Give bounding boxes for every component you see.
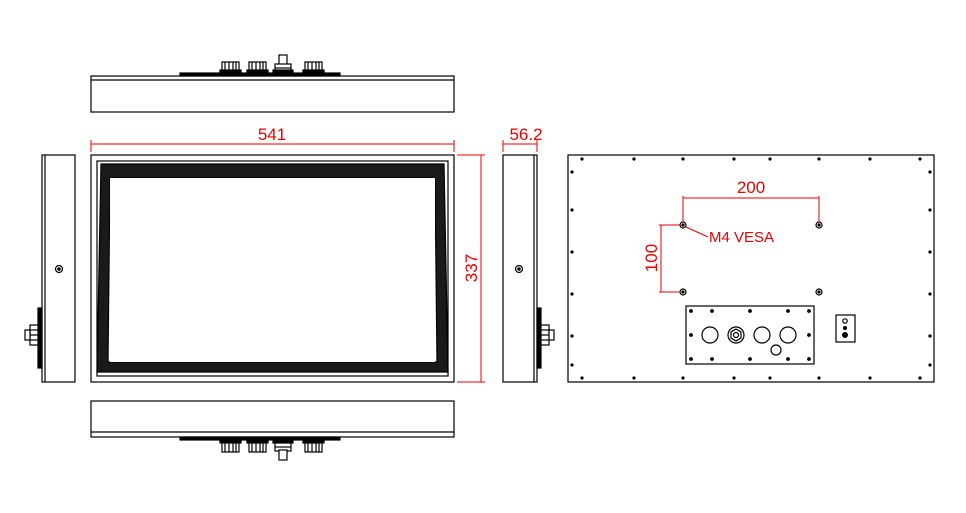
rear-perimeter-hole (570, 292, 574, 296)
bottom-connector-gland (272, 438, 294, 461)
rear-perimeter-hole (681, 157, 685, 161)
right-side-connector (536, 307, 555, 369)
rear-perimeter-hole (868, 157, 872, 161)
top-view-body (90, 75, 455, 113)
rear-perimeter-hole (632, 376, 636, 380)
dimension-vesa-horizontal (682, 196, 820, 222)
rear-perimeter-hole (768, 157, 772, 161)
height-label: 337 (462, 254, 481, 282)
bottom-view-body (90, 400, 455, 438)
rear-perimeter-hole (817, 157, 821, 161)
left-side-screw (54, 264, 64, 274)
top-connector-gland (272, 54, 294, 75)
io-port-3 (779, 326, 797, 344)
right-side-screw (514, 264, 524, 274)
rear-perimeter-hole (732, 376, 736, 380)
rear-perimeter-hole (570, 170, 574, 174)
depth-label: 56.2 (509, 125, 542, 144)
rear-perimeter-hole (918, 376, 922, 380)
vesa-leader-line (685, 226, 709, 238)
bottom-view (90, 400, 455, 461)
rear-perimeter-hole (570, 363, 574, 367)
right-side-view (502, 154, 555, 383)
rear-perimeter-hole (570, 208, 574, 212)
io-port-gland (727, 326, 745, 344)
rear-perimeter-hole (768, 376, 772, 380)
front-view (90, 154, 455, 383)
rear-perimeter-hole (570, 250, 574, 254)
bottom-connector-1 (219, 438, 242, 453)
rear-perimeter-hole (928, 250, 932, 254)
top-view (90, 54, 455, 113)
dimension-vesa-vertical (659, 224, 680, 293)
top-connector-3 (302, 61, 325, 75)
left-side-view (24, 154, 76, 383)
rear-io-panel (685, 305, 815, 365)
top-connector-2 (246, 61, 269, 75)
rear-perimeter-hole (681, 376, 685, 380)
rear-perimeter-hole (928, 334, 932, 338)
vesa-note: M4 VESA (709, 229, 774, 246)
rear-perimeter-hole (732, 157, 736, 161)
left-side-connector (24, 307, 43, 369)
bottom-connector-3 (302, 438, 325, 453)
rear-perimeter-hole (580, 157, 584, 161)
vesa-horizontal-label: 200 (737, 178, 765, 197)
rear-perimeter-hole (632, 157, 636, 161)
dimension-depth (502, 140, 538, 152)
rear-perimeter-hole (580, 376, 584, 380)
rear-perimeter-hole (868, 376, 872, 380)
io-port-2 (753, 326, 771, 344)
rear-perimeter-hole (928, 292, 932, 296)
vesa-hole-bottom-right (815, 288, 823, 296)
rear-power-switch (835, 314, 856, 343)
io-port-1 (701, 326, 719, 344)
rear-perimeter-hole (928, 170, 932, 174)
vesa-vertical-label: 100 (642, 244, 661, 272)
rear-perimeter-hole (570, 334, 574, 338)
top-connector-1 (219, 61, 242, 75)
rear-perimeter-hole (918, 157, 922, 161)
rear-view (567, 154, 935, 383)
rear-perimeter-hole (928, 363, 932, 367)
bottom-connector-2 (246, 438, 269, 453)
rear-perimeter-hole (928, 208, 932, 212)
rear-perimeter-hole (817, 376, 821, 380)
display-area (110, 178, 435, 362)
width-label: 541 (258, 125, 286, 144)
io-port-small (770, 344, 782, 356)
dimension-height (457, 154, 485, 383)
dimension-width (90, 140, 455, 152)
rear-perimeter-holes (570, 157, 932, 380)
front-inner-frame (96, 160, 449, 377)
